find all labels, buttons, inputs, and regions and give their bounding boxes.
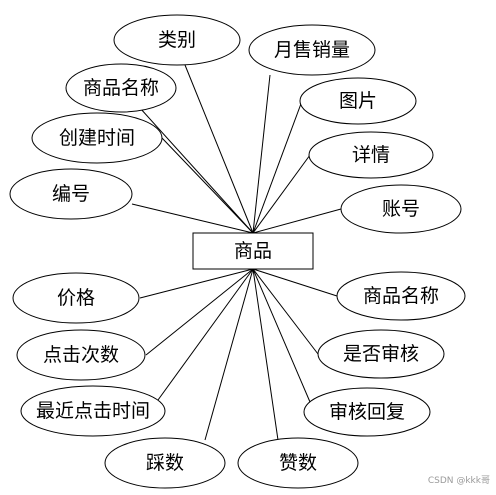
attribute-details: 详情 — [308, 131, 434, 179]
edge-likes — [252, 268, 279, 441]
attribute-click-count: 点击次数 — [16, 329, 146, 381]
edge-is-reviewed — [252, 268, 319, 355]
attribute-created-time: 创建时间 — [31, 112, 163, 164]
attribute-ellipse-category — [113, 14, 241, 66]
attribute-is-reviewed: 是否审核 — [317, 329, 445, 379]
attribute-product-name-right: 商品名称 — [336, 271, 466, 321]
attribute-product-name-top: 商品名称 — [65, 63, 177, 113]
edge-product-name-top — [139, 107, 254, 234]
attribute-label-monthly-sales: 月售销量 — [274, 39, 350, 61]
attribute-ellipse-dislikes — [104, 437, 226, 489]
attribute-label-click-count: 点击次数 — [43, 344, 119, 366]
attribute-label-is-reviewed: 是否审核 — [343, 343, 419, 365]
edge-image — [252, 100, 303, 234]
attribute-ellipse-monthly-sales — [248, 24, 376, 76]
edge-category — [184, 64, 254, 234]
attribute-label-dislikes: 踩数 — [146, 452, 184, 474]
attribute-ellipse-created-time — [31, 112, 163, 164]
attribute-label-details: 详情 — [352, 144, 390, 166]
edge-dislikes — [204, 268, 254, 441]
edge-account — [252, 208, 342, 234]
attribute-label-created-time: 创建时间 — [59, 127, 135, 149]
attribute-ellipse-details — [308, 131, 434, 179]
attribute-ellipse-image — [299, 77, 417, 125]
attribute-ellipse-price — [12, 272, 140, 324]
attribute-label-category: 类别 — [158, 29, 196, 51]
attribute-ellipse-likes — [237, 437, 359, 489]
attribute-ellipse-last-click-time — [20, 385, 166, 437]
edge-price — [139, 268, 254, 299]
attribute-ellipse-is-reviewed — [317, 329, 445, 379]
attribute-ellipse-product-name-top — [65, 63, 177, 113]
attribute-serial-number: 编号 — [9, 168, 133, 220]
attribute-label-review-reply: 审核回复 — [329, 401, 405, 423]
edge-last-click-time — [157, 268, 254, 401]
attribute-ellipse-click-count — [16, 329, 146, 381]
attribute-label-account: 账号 — [382, 198, 420, 220]
attribute-nodes: 类别月售销量商品名称图片创建时间详情编号账号价格商品名称点击次数是否审核最近点击… — [9, 14, 466, 489]
attribute-account: 账号 — [340, 184, 462, 234]
attribute-monthly-sales: 月售销量 — [248, 24, 376, 76]
attribute-image: 图片 — [299, 77, 417, 125]
attribute-label-price: 价格 — [57, 287, 95, 309]
entity-label: 商品 — [234, 240, 272, 262]
attribute-label-product-name-right: 商品名称 — [363, 285, 439, 307]
attribute-price: 价格 — [12, 272, 140, 324]
attribute-review-reply: 审核回复 — [303, 387, 431, 437]
entity-box — [192, 232, 314, 270]
edge-details — [252, 154, 311, 234]
edge-serial-number — [131, 203, 254, 234]
attribute-label-image: 图片 — [339, 90, 377, 112]
attribute-ellipse-product-name-right — [336, 271, 466, 321]
edge-product-name-right — [252, 268, 338, 297]
attribute-label-product-name-top: 商品名称 — [83, 77, 159, 99]
attribute-likes: 赞数 — [237, 437, 359, 489]
attribute-ellipse-account — [340, 184, 462, 234]
attribute-category: 类别 — [113, 14, 241, 66]
attribute-label-last-click-time: 最近点击时间 — [36, 400, 150, 422]
attribute-label-likes: 赞数 — [279, 452, 317, 474]
attribute-last-click-time: 最近点击时间 — [20, 385, 166, 437]
attribute-ellipse-serial-number — [9, 168, 133, 220]
connector-lines — [131, 64, 342, 441]
entity-node: 商品 — [192, 232, 314, 270]
watermark: CSDN @kkk哥 — [428, 475, 490, 486]
attribute-dislikes: 踩数 — [104, 437, 226, 489]
attribute-ellipse-review-reply — [303, 387, 431, 437]
edge-monthly-sales — [252, 74, 271, 234]
edge-review-reply — [252, 268, 311, 403]
edge-click-count — [145, 268, 254, 356]
edge-created-time — [161, 137, 254, 234]
attribute-label-serial-number: 编号 — [52, 183, 90, 205]
